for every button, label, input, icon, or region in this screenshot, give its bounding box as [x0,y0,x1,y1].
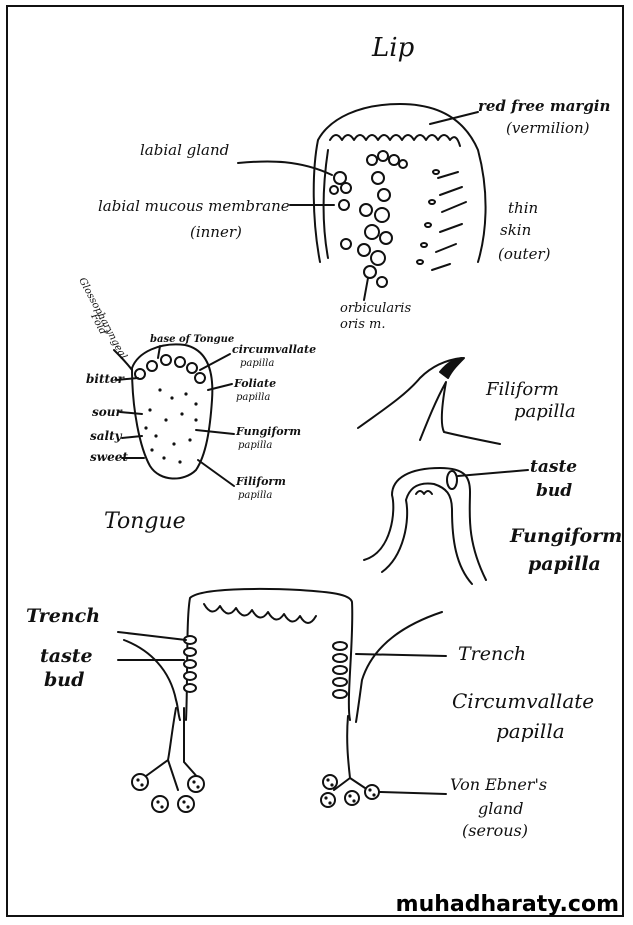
label-trench-left: Trench [26,605,101,627]
label-circumvallate-title: Circumvallate [452,689,595,713]
circumvallate-papilla-body [185,587,354,721]
label-skin: skin [500,221,532,239]
label-sweet: sweet [90,450,128,464]
tongue-fold [113,349,133,371]
label-filiform-title: Filiform [486,379,559,400]
filiform-tip [439,357,465,379]
label-taste-fungiform: taste [530,457,578,477]
label-foliate-papilla: papilla [236,392,271,403]
lip-outline [312,103,487,263]
label-fungiform-sub: papilla [528,553,601,575]
leader-trench-right [355,653,447,657]
skin-follicles [416,169,467,271]
label-circumvallate-papilla: papilla [240,358,275,369]
watermark: muhadharaty.com [395,892,619,917]
circumvallate-taste-buds-left [183,635,197,693]
fungiform-outer [363,467,487,581]
label-outer: (outer) [498,245,551,263]
lip-drawing [237,103,487,301]
label-trench-right: Trench [458,643,527,665]
label-sour: sour [92,405,122,419]
label-base-of-tongue: base of Tongue [150,334,235,345]
label-fungiform: Fungiform [236,425,301,438]
label-salty: salty [90,429,122,443]
leader-labial-gland [237,160,333,176]
leader-circumvallate [199,353,231,371]
von-ebner-duct-right [333,715,369,791]
fungiform-drawing [363,467,529,585]
leader-red-free-margin [429,111,479,125]
leader-foliate [207,383,233,391]
leader-fungiform-taste-bud [457,469,529,477]
circumvallate-surface-wave [203,603,317,624]
label-labial-gland: labial gland [140,141,230,159]
leader-bitter [115,377,139,381]
leader-trench-left [117,631,187,641]
label-red-free-margin: red free margin [478,97,611,115]
label-oris: oris m. [340,317,386,332]
title-tongue: Tongue [104,509,186,534]
tongue-outline [131,343,214,480]
von-ebner-gland-nuclei [136,778,376,809]
filiform-drawing [357,357,501,445]
label-labial-mucous-membrane: labial mucous membrane [98,197,290,215]
filiform-surface-upper [357,357,463,429]
label-serous: (serous) [462,821,528,840]
label-foliate: Foliate [234,377,277,390]
page-border [6,5,624,917]
label-filiform-papilla: papilla [238,490,273,501]
filiform-surface-lower [419,381,501,445]
von-ebner-glands [131,773,380,813]
leader-orbicularis [363,277,369,301]
leader-sour [119,411,143,415]
tongue-drawing [113,343,235,487]
title-lip: Lip [372,33,415,63]
leader-filiform [197,459,235,487]
label-gland: gland [478,799,524,818]
fungiform-wave [415,490,433,495]
label-taste-bud-left-bud: bud [44,669,85,691]
circumvallate-drawing [117,587,447,813]
circumvallate-right-wall [355,611,443,723]
label-circumvallate-sub: papilla [496,719,565,743]
label-vermilion: (vermilion) [506,119,590,137]
lip-vermilion-wave [329,134,461,147]
label-fungiform-title: Fungiform [510,525,623,547]
von-ebner-duct-left [145,707,201,791]
label-filiform-sub: papilla [514,401,576,422]
label-inner: (inner) [190,223,242,241]
label-bitter: bitter [86,372,124,386]
fungiform-inner [381,482,473,585]
circumvallate-left-wall [123,639,181,721]
fungiform-taste-bud [446,470,458,490]
label-fungiform-papilla: papilla [238,440,273,451]
label-von-ebner: Von Ebner's [450,775,548,794]
lip-inner-line [322,149,329,259]
label-filiform: Filiform [236,475,286,488]
tongue-fungiform-dots [144,388,198,464]
labial-glands [329,150,408,288]
label-bud-fungiform: bud [536,481,573,501]
circumvallate-taste-buds-right [332,641,348,699]
leader-salty [121,435,143,439]
label-thin: thin [508,199,539,217]
leader-base-of-tongue [157,345,161,359]
label-orbicularis: orbicularis [340,301,412,316]
leader-fungiform [195,429,235,435]
label-circumvallate: circumvallate [232,343,317,356]
tongue-circumvallate-row [134,354,206,384]
leader-von-ebner [379,791,447,795]
label-taste-bud-left-taste: taste [40,645,93,667]
